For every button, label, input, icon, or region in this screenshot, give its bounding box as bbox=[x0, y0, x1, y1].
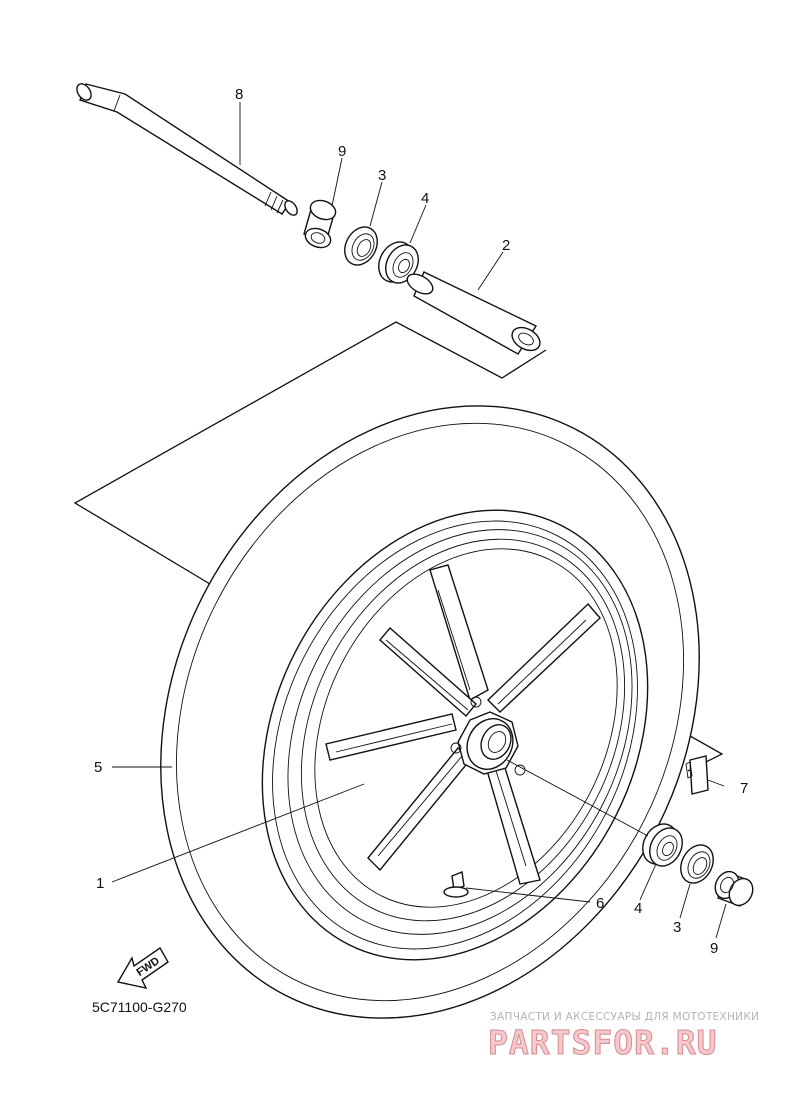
callout-bearing-bottom: 4 bbox=[634, 900, 642, 917]
callout-seal-top: 3 bbox=[378, 167, 386, 184]
wheel-spokes bbox=[325, 564, 601, 885]
oil-seal-top bbox=[344, 226, 378, 266]
bearing-top bbox=[378, 241, 419, 284]
callout-valve: 6 bbox=[596, 895, 604, 912]
callout-spacer: 2 bbox=[502, 237, 510, 254]
cast-wheel bbox=[261, 509, 649, 961]
callout-seal-bottom: 3 bbox=[673, 919, 681, 936]
callout-collar-bottom: 9 bbox=[710, 940, 718, 957]
forward-direction-arrow: FWD bbox=[116, 946, 169, 989]
oil-seal-bottom bbox=[680, 844, 714, 884]
callout-wheel: 1 bbox=[96, 875, 104, 892]
balance-weight bbox=[685, 755, 709, 795]
tire-valve bbox=[443, 871, 469, 898]
watermark-logo: PARTSFOR.RU bbox=[488, 1023, 718, 1062]
front-wheel-axle bbox=[76, 83, 298, 216]
callout-tire: 5 bbox=[94, 759, 102, 776]
partsfor-watermark: ЗАПЧАСТИ И АКСЕССУАРЫ ДЛЯ МОТОТЕХНИКИ PA… bbox=[488, 1011, 759, 1063]
callout-collar-top: 9 bbox=[338, 143, 346, 160]
callout-labels: 8 9 3 4 2 5 1 7 4 3 9 6 bbox=[94, 86, 748, 957]
callout-balance-weight: 7 bbox=[740, 780, 748, 797]
watermark-tagline: ЗАПЧАСТИ И АКСЕССУАРЫ ДЛЯ МОТОТЕХНИКИ bbox=[490, 1011, 759, 1023]
wheel-collar-bottom bbox=[714, 870, 754, 907]
drawing-code: 5C71100-G270 bbox=[92, 999, 187, 1015]
wheel-hub bbox=[450, 696, 526, 776]
leader-lines bbox=[111, 102, 727, 939]
bearing-bottom bbox=[642, 823, 683, 867]
callout-bearing-top: 4 bbox=[421, 190, 429, 207]
axle-spacer bbox=[406, 271, 541, 355]
callout-axle: 8 bbox=[235, 86, 243, 103]
wheel-collar-top bbox=[303, 199, 337, 249]
